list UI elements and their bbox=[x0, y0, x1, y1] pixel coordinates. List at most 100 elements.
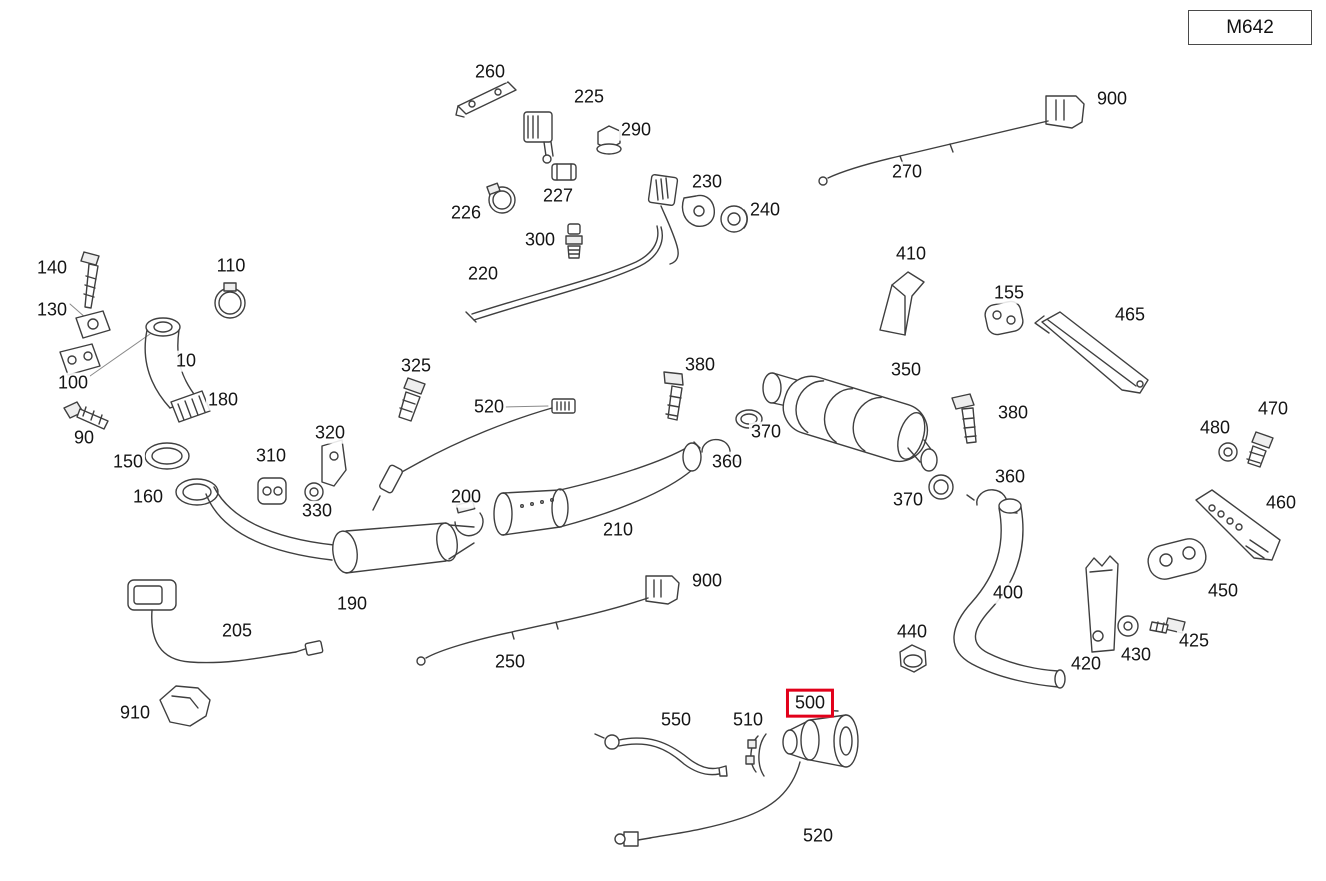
part-label-440[interactable]: 440 bbox=[894, 621, 930, 643]
part-label-400[interactable]: 400 bbox=[990, 582, 1026, 604]
part-label-10[interactable]: 10 bbox=[173, 350, 199, 372]
part-label-550[interactable]: 550 bbox=[658, 709, 694, 731]
part-label-425[interactable]: 425 bbox=[1176, 630, 1212, 652]
engine-code: M642 bbox=[1226, 16, 1274, 38]
part-240-grommet-drawing bbox=[720, 205, 748, 233]
part-label-150[interactable]: 150 bbox=[110, 451, 146, 473]
part-label-510[interactable]: 510 bbox=[730, 709, 766, 731]
part-label-430[interactable]: 430 bbox=[1118, 644, 1154, 666]
part-label-205[interactable]: 205 bbox=[219, 620, 255, 642]
part-290-nut-drawing bbox=[596, 125, 622, 155]
part-190-catalytic-converter-drawing bbox=[205, 486, 475, 574]
part-450-rubber-hanger-drawing bbox=[1147, 538, 1207, 580]
part-330-washer-drawing bbox=[304, 482, 324, 502]
part-480-washer-drawing bbox=[1218, 442, 1238, 462]
part-label-360-left[interactable]: 360 bbox=[709, 451, 745, 473]
part-label-240[interactable]: 240 bbox=[747, 199, 783, 221]
part-150-gasket-ring-drawing bbox=[144, 442, 190, 470]
part-380-bolt-right-drawing bbox=[951, 393, 977, 444]
part-155-rubber-mount-drawing bbox=[984, 300, 1024, 336]
part-550-pipe-drawing bbox=[594, 733, 728, 777]
part-400-rear-pipe-drawing bbox=[953, 498, 1066, 689]
part-label-420[interactable]: 420 bbox=[1068, 653, 1104, 675]
part-227-clamp-drawing bbox=[551, 163, 577, 181]
part-100-gasket-drawing bbox=[59, 343, 101, 376]
part-label-250[interactable]: 250 bbox=[492, 651, 528, 673]
part-310-rubber-mount-drawing bbox=[257, 477, 287, 505]
part-500-valve-drawing bbox=[782, 710, 859, 768]
part-label-130[interactable]: 130 bbox=[34, 299, 70, 321]
part-180-flex-pipe-drawing bbox=[170, 390, 211, 423]
part-label-370-right[interactable]: 370 bbox=[890, 489, 926, 511]
part-label-100[interactable]: 100 bbox=[55, 372, 91, 394]
part-label-200[interactable]: 200 bbox=[448, 486, 484, 508]
part-320-bracket-drawing bbox=[321, 439, 347, 487]
part-380-bolt-left-drawing bbox=[663, 371, 684, 421]
part-label-300[interactable]: 300 bbox=[522, 229, 558, 251]
part-label-270[interactable]: 270 bbox=[889, 161, 925, 183]
part-label-380-right[interactable]: 380 bbox=[995, 402, 1031, 424]
part-350-catalyst-drawing bbox=[762, 372, 938, 472]
part-label-225[interactable]: 225 bbox=[571, 86, 607, 108]
part-label-380-left[interactable]: 380 bbox=[682, 354, 718, 376]
part-label-910[interactable]: 910 bbox=[117, 702, 153, 724]
part-370-ring-right-drawing bbox=[928, 474, 954, 500]
part-label-370-left[interactable]: 370 bbox=[748, 421, 784, 443]
part-520-cable-lower-drawing bbox=[614, 761, 801, 847]
part-label-450[interactable]: 450 bbox=[1205, 580, 1241, 602]
part-470-bolt-drawing bbox=[1246, 431, 1274, 468]
part-label-140[interactable]: 140 bbox=[34, 257, 70, 279]
part-label-90[interactable]: 90 bbox=[71, 427, 97, 449]
part-label-160[interactable]: 160 bbox=[130, 486, 166, 508]
part-label-360-right[interactable]: 360 bbox=[992, 466, 1028, 488]
part-140-bolt-drawing bbox=[80, 251, 100, 309]
part-label-410[interactable]: 410 bbox=[893, 243, 929, 265]
part-420-bracket-drawing bbox=[1085, 555, 1119, 653]
part-325-bolt-drawing bbox=[398, 377, 426, 422]
part-900-connector-mid-drawing bbox=[645, 575, 680, 605]
part-label-500[interactable]: 500 bbox=[785, 688, 835, 718]
part-label-520-lower[interactable]: 520 bbox=[800, 825, 836, 847]
part-label-465[interactable]: 465 bbox=[1112, 304, 1148, 326]
part-label-220[interactable]: 220 bbox=[465, 263, 501, 285]
part-250-cable-drawing bbox=[416, 597, 649, 666]
part-label-210[interactable]: 210 bbox=[600, 519, 636, 541]
part-910-bracket-drawing bbox=[159, 685, 211, 727]
part-label-180[interactable]: 180 bbox=[205, 389, 241, 411]
part-430-washer-drawing bbox=[1117, 615, 1139, 637]
part-label-470[interactable]: 470 bbox=[1255, 398, 1291, 420]
part-label-260[interactable]: 260 bbox=[472, 61, 508, 83]
part-90-bolt-drawing bbox=[63, 401, 109, 430]
part-205-oxygen-sensor-drawing bbox=[127, 579, 324, 664]
engine-code-box: M642 bbox=[1188, 10, 1312, 45]
part-label-155[interactable]: 155 bbox=[991, 282, 1027, 304]
part-465-bracket-rail-drawing bbox=[1034, 311, 1149, 394]
part-label-190[interactable]: 190 bbox=[334, 593, 370, 615]
part-460-bracket-drawing bbox=[1195, 489, 1281, 561]
part-label-320[interactable]: 320 bbox=[312, 422, 348, 444]
part-130-gasket-drawing bbox=[75, 310, 111, 339]
part-900-connector-top-drawing bbox=[1045, 95, 1085, 129]
part-label-325[interactable]: 325 bbox=[398, 355, 434, 377]
part-label-900-mid[interactable]: 900 bbox=[689, 570, 725, 592]
part-label-330[interactable]: 330 bbox=[299, 500, 335, 522]
part-label-480[interactable]: 480 bbox=[1197, 417, 1233, 439]
part-410-bracket-drawing bbox=[879, 271, 925, 336]
part-260-bracket-drawing bbox=[455, 81, 517, 118]
part-label-230[interactable]: 230 bbox=[689, 171, 725, 193]
part-label-110[interactable]: 110 bbox=[214, 255, 248, 277]
part-440-nut-drawing bbox=[899, 644, 927, 673]
part-label-350[interactable]: 350 bbox=[888, 359, 924, 381]
part-label-310[interactable]: 310 bbox=[253, 445, 289, 467]
part-226-hose-clamp-drawing bbox=[486, 182, 516, 214]
part-label-900-top[interactable]: 900 bbox=[1094, 88, 1130, 110]
part-220-pressure-pipe-drawing bbox=[465, 174, 679, 323]
part-300-fitting-drawing bbox=[565, 223, 583, 259]
part-label-227[interactable]: 227 bbox=[540, 185, 576, 207]
part-label-460[interactable]: 460 bbox=[1263, 492, 1299, 514]
part-label-226[interactable]: 226 bbox=[448, 202, 484, 224]
part-10-downpipe-drawing bbox=[144, 317, 198, 409]
part-label-520-upper[interactable]: 520 bbox=[471, 396, 507, 418]
part-label-290[interactable]: 290 bbox=[618, 119, 654, 141]
